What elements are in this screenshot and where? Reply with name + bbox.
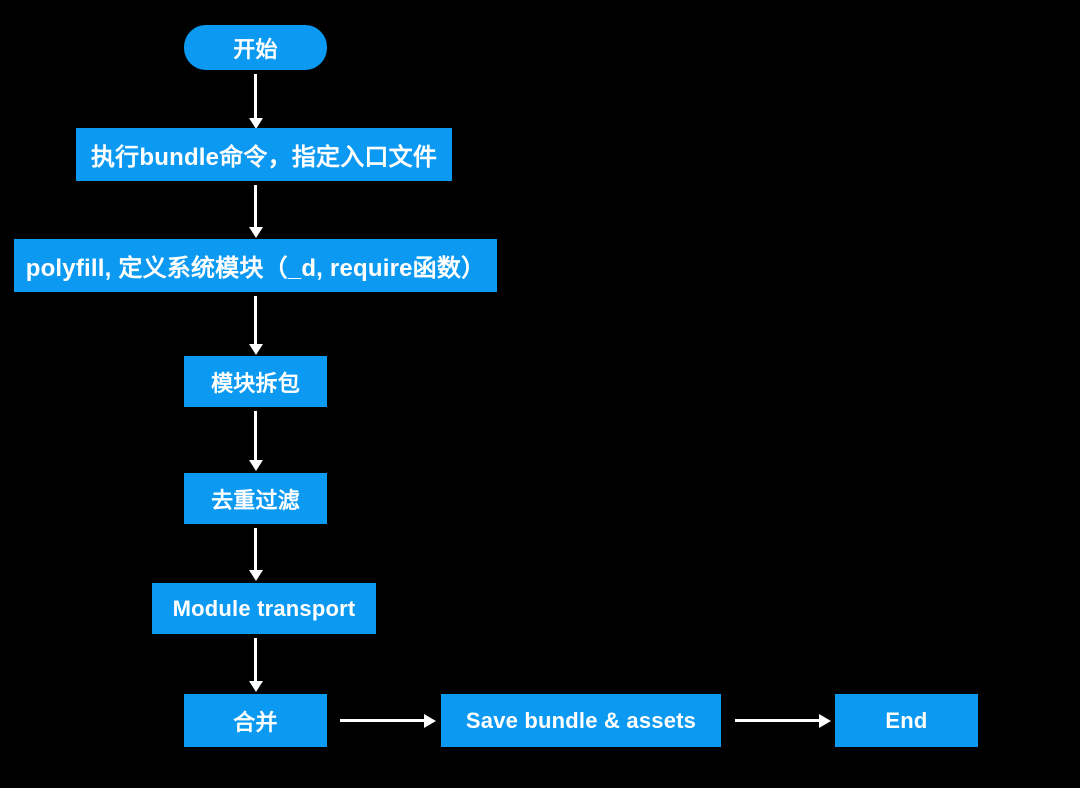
flow-node-start-label: 开始 (233, 36, 278, 62)
flow-node-module-transport-label: Module transport (172, 595, 356, 621)
flow-node-end[interactable]: End (835, 694, 978, 747)
flow-node-dedupe-filter-label: 去重过滤 (211, 487, 300, 513)
flow-node-merge-label: 合并 (233, 709, 278, 735)
flow-node-save-bundle-assets[interactable]: Save bundle & assets (441, 694, 721, 747)
flow-arrow-start-to-bundle-cmd (254, 74, 257, 120)
flow-node-merge[interactable]: 合并 (184, 694, 327, 747)
flow-node-bundle-command[interactable]: 执行bundle命令，指定入口文件 (76, 128, 452, 181)
flow-node-polyfill-label: polyfill, 定义系统模块（_d, require函数） (25, 255, 486, 282)
flow-arrow-transport-to-merge (254, 638, 257, 683)
flow-arrow-polyfill-to-split (254, 296, 257, 346)
flow-arrow-split-to-dedupe (254, 411, 257, 462)
flow-arrow-bundle-cmd-to-polyfill (254, 185, 257, 229)
flow-node-start[interactable]: 开始 (184, 25, 327, 70)
flow-arrow-save-to-end (735, 719, 821, 722)
flow-node-polyfill[interactable]: polyfill, 定义系统模块（_d, require函数） (14, 239, 497, 292)
flow-arrow-merge-to-save (340, 719, 426, 722)
flow-arrow-dedupe-to-transport (254, 528, 257, 572)
flow-node-end-label: End (885, 707, 928, 733)
flow-node-save-bundle-assets-label: Save bundle & assets (465, 707, 697, 733)
flow-node-dedupe-filter[interactable]: 去重过滤 (184, 473, 327, 524)
flow-node-module-split-label: 模块拆包 (211, 370, 300, 396)
flow-node-module-transport[interactable]: Module transport (152, 583, 376, 634)
flow-node-bundle-command-label: 执行bundle命令，指定入口文件 (90, 144, 438, 171)
flow-node-module-split[interactable]: 模块拆包 (184, 356, 327, 407)
